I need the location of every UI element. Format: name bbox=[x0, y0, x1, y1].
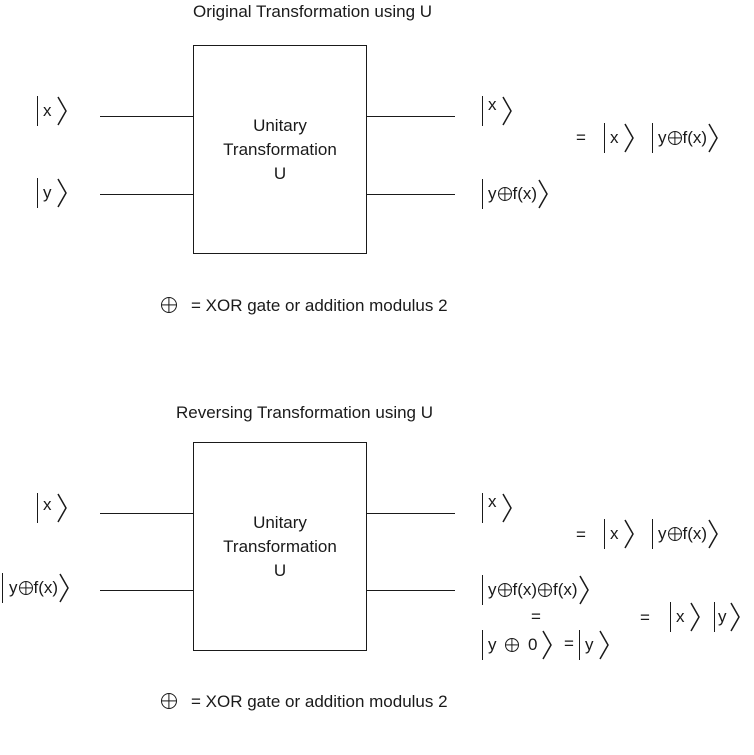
bottom-input-wire-y bbox=[100, 590, 193, 591]
ket-angle bbox=[623, 123, 634, 153]
ket-angle bbox=[689, 602, 700, 632]
bottom-result2-equals: = bbox=[640, 608, 650, 627]
oplus-icon bbox=[497, 187, 512, 201]
ket-angle bbox=[598, 630, 609, 660]
ket-angle bbox=[501, 96, 512, 126]
bottom-ket-result2-y: y bbox=[714, 600, 740, 634]
ket-angle bbox=[542, 630, 553, 660]
oplus-icon bbox=[161, 693, 177, 709]
bottom-zero-equals: = bbox=[564, 634, 574, 653]
top-legend: = XOR gate or addition modulus 2 bbox=[160, 296, 448, 316]
bottom-result1-equals: = bbox=[576, 525, 586, 544]
top-box-line3: U bbox=[273, 164, 287, 183]
oplus-icon bbox=[667, 527, 682, 541]
ket-angle bbox=[56, 96, 67, 126]
bottom-input-wire-x bbox=[100, 513, 193, 514]
top-output-wire-y bbox=[367, 194, 455, 195]
bottom-ket-result2-x: x bbox=[670, 600, 700, 634]
top-input-wire-x bbox=[100, 116, 193, 117]
ket-bar bbox=[37, 493, 38, 523]
oplus-icon bbox=[497, 583, 512, 597]
bottom-middle-equals: = bbox=[531, 607, 541, 626]
bottom-title: Reversing Transformation using U bbox=[176, 403, 434, 422]
ket-bar bbox=[652, 123, 653, 153]
ket-bar bbox=[652, 519, 653, 549]
top-box-line2: Transformation bbox=[223, 140, 337, 159]
ket-bar bbox=[37, 96, 38, 126]
ket-bar bbox=[37, 178, 38, 208]
oplus-icon bbox=[161, 297, 177, 313]
ket-bar bbox=[714, 602, 715, 632]
bottom-box-line2: Transformation bbox=[223, 537, 337, 556]
ket-angle bbox=[729, 602, 740, 632]
ket-bar bbox=[482, 575, 483, 605]
bottom-box-line1: Unitary bbox=[253, 513, 307, 532]
bottom-ket-zero: y 0 bbox=[482, 628, 553, 662]
ket-angle bbox=[56, 493, 67, 523]
ket-bar bbox=[482, 493, 483, 523]
top-input-wire-y bbox=[100, 194, 193, 195]
bottom-unitary-box: Unitary Transformation U bbox=[193, 442, 367, 651]
ket-angle bbox=[538, 179, 548, 209]
top-ket-out-x: x bbox=[482, 94, 512, 128]
oplus-icon bbox=[18, 581, 33, 595]
top-output-wire-x bbox=[367, 116, 455, 117]
ket-angle bbox=[56, 178, 67, 208]
ket-angle bbox=[708, 123, 718, 153]
ket-angle bbox=[578, 575, 589, 605]
ket-bar bbox=[604, 519, 605, 549]
top-unitary-box: Unitary Transformation U bbox=[193, 45, 367, 254]
bottom-legend: = XOR gate or addition modulus 2 bbox=[160, 692, 448, 712]
top-ket-in-x: x bbox=[37, 94, 67, 128]
oplus-icon bbox=[538, 583, 553, 597]
bottom-ket-zero-result: y bbox=[579, 628, 609, 662]
oplus-icon bbox=[505, 638, 520, 652]
ket-bar bbox=[482, 179, 483, 209]
top-box-line1: Unitary bbox=[253, 116, 307, 135]
oplus-icon bbox=[667, 131, 682, 145]
bottom-ket-in-x: x bbox=[37, 491, 67, 525]
ket-bar bbox=[579, 630, 580, 660]
top-ket-in-y: y bbox=[37, 176, 67, 210]
bottom-box-line3: U bbox=[273, 561, 287, 580]
top-result-equals: = bbox=[576, 128, 586, 147]
ket-angle bbox=[59, 573, 69, 603]
top-title: Original Transformation using U bbox=[193, 2, 433, 21]
ket-bar bbox=[482, 96, 483, 126]
ket-bar bbox=[604, 123, 605, 153]
ket-angle bbox=[623, 519, 634, 549]
top-ket-result-x: x bbox=[604, 121, 634, 155]
bottom-output-wire-x bbox=[367, 513, 455, 514]
ket-angle bbox=[501, 493, 512, 523]
bottom-ket-out-x: x bbox=[482, 491, 512, 525]
ket-bar bbox=[482, 630, 483, 660]
bottom-ket-result1-x: x bbox=[604, 517, 634, 551]
ket-angle bbox=[708, 519, 718, 549]
bottom-output-wire-y bbox=[367, 590, 455, 591]
ket-bar bbox=[2, 573, 3, 603]
ket-bar bbox=[670, 602, 671, 632]
